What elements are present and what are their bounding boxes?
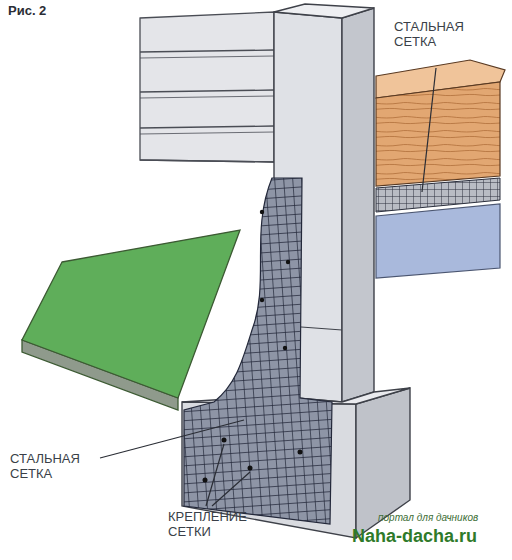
ceiling-slab bbox=[376, 204, 500, 278]
part-label: КРЕПЛЕНИЕ СЕТКИ bbox=[168, 510, 288, 540]
mesh-anchors bbox=[203, 210, 303, 483]
watermark: Naha-dacha.ru bbox=[352, 526, 477, 547]
part-label: СТАЛЬНАЯ СЕТКА bbox=[394, 20, 494, 50]
floor-slab bbox=[22, 230, 240, 410]
part-label: СТАЛЬНАЯ СЕТКА bbox=[10, 452, 110, 482]
steel-mesh bbox=[184, 178, 332, 524]
watermark: портал для дачников bbox=[378, 512, 478, 524]
figure-title: Рис. 2 bbox=[8, 4, 46, 19]
wall-siding bbox=[140, 12, 274, 162]
timber-floor bbox=[376, 60, 505, 186]
leader-lines bbox=[100, 68, 436, 506]
